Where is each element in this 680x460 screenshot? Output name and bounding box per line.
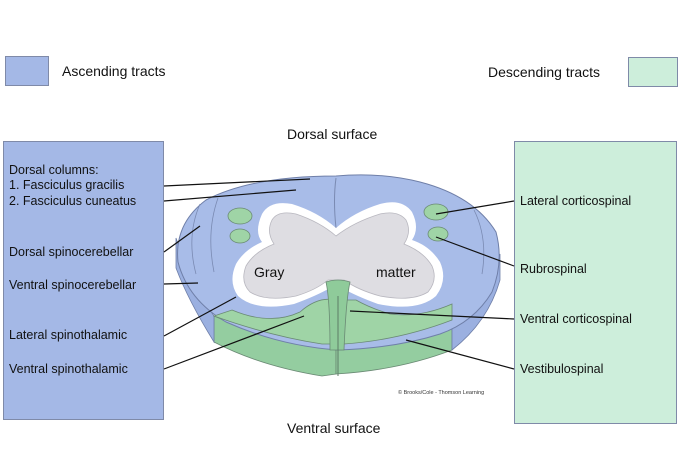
leader-gracilis [163, 178, 311, 187]
leader-rubrospinal [435, 236, 515, 267]
ascending-leader-lines [163, 178, 311, 370]
lateral-spinothalamic-label: Lateral spinothalamic [9, 328, 128, 342]
leader-cuneatus [163, 189, 297, 202]
leader-lateral-corticospinal [435, 200, 515, 215]
matter-word: matter [376, 264, 416, 280]
leader-vestibulospinal [405, 339, 515, 370]
rubrospinal-label: Rubrospinal [520, 262, 587, 276]
ascending-tracts-panel [3, 141, 164, 420]
leader-ventral-corticospinal [349, 310, 515, 320]
descending-leader-lines [349, 200, 515, 370]
gray-word: Gray [254, 264, 284, 280]
ventral-green-region [212, 298, 337, 345]
left-tract-boundaries [191, 197, 219, 275]
dorsal-columns-title: Dorsal columns: [9, 163, 99, 177]
ventral-surface-label: Ventral surface [287, 420, 381, 436]
central-gray-commissure [316, 258, 358, 274]
dorsal-surface-label: Dorsal surface [287, 126, 378, 142]
descending-legend-label: Descending tracts [488, 64, 601, 80]
ventral-corticospinal-label: Ventral corticospinal [520, 312, 632, 326]
copyright-notice: © Brooks/Cole - Thomson Learning [398, 389, 484, 396]
ascending-legend-swatch [5, 56, 49, 86]
right-tract-boundaries [473, 209, 485, 275]
descending-tracts-panel [514, 141, 677, 424]
rubrospinal-tract-left [229, 228, 251, 244]
fasciculus-gracilis-label: 1. Fasciculus gracilis [9, 178, 125, 192]
ventral-spinothalamic-label: Ventral spinothalamic [9, 362, 128, 376]
ventral-green-region-right [343, 299, 453, 345]
descending-legend-swatch [628, 57, 678, 87]
leader-ventral-spinothalamic [163, 315, 305, 370]
lateral-corticospinal-tract-left [227, 207, 253, 225]
fasciculus-cuneatus-label: 2. Fasciculus cuneatus [9, 194, 137, 208]
ventral-spinocerebellar-label: Ventral spinocerebellar [9, 278, 137, 292]
rubrospinal-tract [427, 226, 449, 242]
dorsal-median-septum [334, 177, 337, 229]
lateral-corticospinal-label: Lateral corticospinal [520, 194, 632, 208]
leader-dorsal-spinocerebellar [163, 225, 201, 253]
ascending-legend-label: Ascending tracts [62, 63, 166, 79]
leader-lateral-spinothalamic [163, 296, 237, 337]
dorsal-spinocerebellar-label: Dorsal spinocerebellar [9, 245, 134, 259]
leader-ventral-spinocerebellar [163, 282, 199, 285]
vestibulospinal-label: Vestibulospinal [520, 362, 604, 376]
